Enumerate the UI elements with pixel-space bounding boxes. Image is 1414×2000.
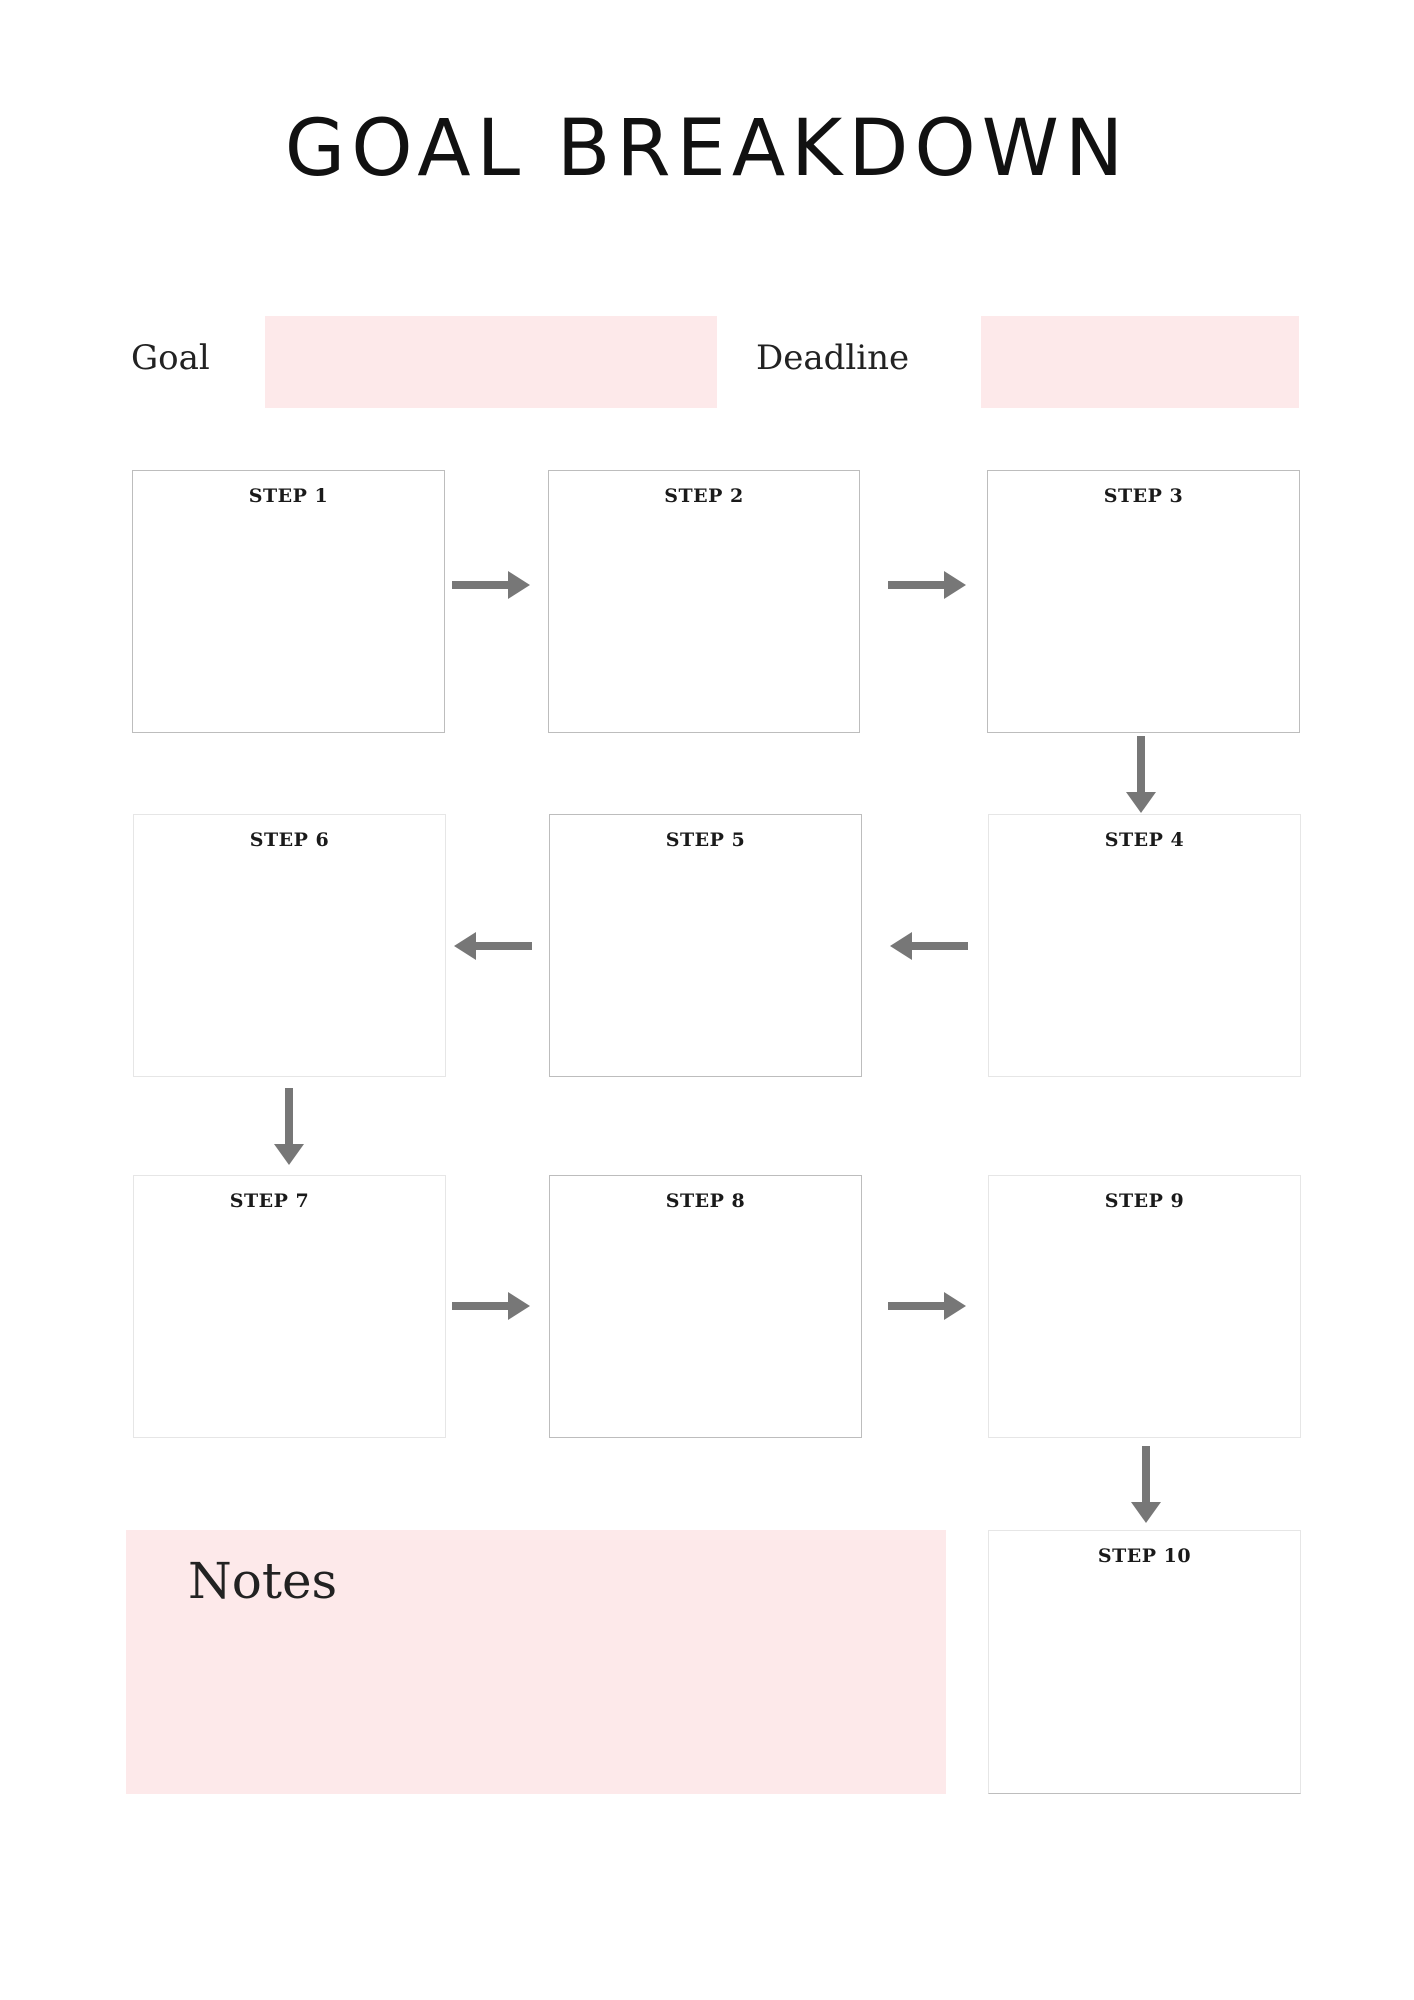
arrow-left-icon xyxy=(890,932,968,960)
step-label: STEP 2 xyxy=(664,485,744,507)
deadline-field[interactable] xyxy=(981,316,1299,408)
step-label: STEP 4 xyxy=(1104,829,1185,851)
step-box-7[interactable]: STEP 7 xyxy=(133,1175,446,1438)
step-box-8[interactable]: STEP 8 xyxy=(549,1175,862,1438)
step-label: STEP 3 xyxy=(1103,485,1184,507)
arrow-right-icon xyxy=(452,1292,530,1320)
step-box-2[interactable]: STEP 2 xyxy=(548,470,860,733)
step-box-3[interactable]: STEP 3 xyxy=(987,470,1300,733)
step-label: STEP 9 xyxy=(1104,1190,1185,1212)
step-box-4[interactable]: STEP 4 xyxy=(988,814,1301,1077)
step-box-6[interactable]: STEP 6 xyxy=(133,814,446,1077)
step-box-9[interactable]: STEP 9 xyxy=(988,1175,1301,1438)
arrow-down-icon xyxy=(274,1088,304,1165)
goal-label: Goal xyxy=(131,338,210,378)
notes-box[interactable]: Notes xyxy=(126,1530,946,1794)
arrow-down-icon xyxy=(1126,736,1156,813)
step-label: STEP 5 xyxy=(665,829,746,851)
page-title: GOAL BREAKDOWN xyxy=(284,104,1130,194)
step-box-10[interactable]: STEP 10 xyxy=(988,1530,1301,1794)
arrow-left-icon xyxy=(454,932,532,960)
goal-field[interactable] xyxy=(265,316,717,408)
arrow-right-icon xyxy=(888,1292,966,1320)
step-label: STEP 8 xyxy=(665,1190,746,1212)
step-label: STEP 7 xyxy=(229,1190,310,1212)
step-label: STEP 6 xyxy=(249,829,330,851)
notes-label: Notes xyxy=(188,1552,338,1610)
step-box-1[interactable]: STEP 1 xyxy=(132,470,445,733)
arrow-right-icon xyxy=(452,571,530,599)
arrow-down-icon xyxy=(1131,1446,1161,1523)
deadline-label: Deadline xyxy=(756,338,910,378)
step-label: STEP 1 xyxy=(248,485,329,507)
arrow-right-icon xyxy=(888,571,966,599)
step-label: STEP 10 xyxy=(1097,1545,1192,1567)
step-box-5[interactable]: STEP 5 xyxy=(549,814,862,1077)
